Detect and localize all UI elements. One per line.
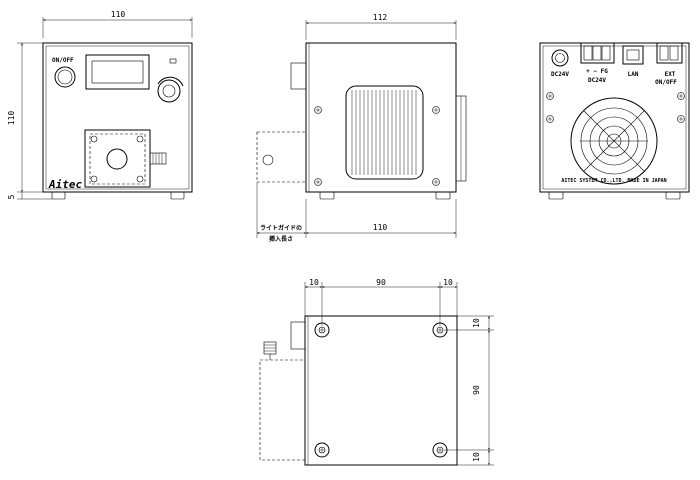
side-screw-top-right xyxy=(432,106,440,114)
intensity-dial-inner xyxy=(162,84,176,98)
rear-screw-top-left xyxy=(546,92,554,100)
power-switch-label: ON/OFF xyxy=(52,57,74,64)
bottom-dim-span-label: 90 xyxy=(376,278,386,287)
side-vent-slots xyxy=(351,90,417,175)
bottom-dim-left-edge-label: 10 xyxy=(309,278,319,287)
bottom-foot-bottom-right xyxy=(432,442,448,458)
port-screw-bottom-right xyxy=(136,175,144,183)
power-switch-button xyxy=(54,66,76,88)
bottom-dim-vertical-span-label: 90 xyxy=(472,385,481,395)
indicator-led xyxy=(169,58,177,64)
dc-jack-inner xyxy=(555,53,565,63)
front-view: 110 110 5 ON/OFF xyxy=(7,10,193,200)
display-window-frame xyxy=(85,54,150,90)
front-height-dim-label: 110 xyxy=(7,111,16,126)
light-guide-insertion-outline xyxy=(256,131,307,183)
lan-port xyxy=(622,45,644,65)
bottom-light-guide-outline xyxy=(259,359,306,461)
port-screw-top-left xyxy=(90,135,98,143)
front-foot-right xyxy=(170,191,185,200)
ext-terminal-contacts xyxy=(659,45,679,61)
rear-screw-top-right xyxy=(677,92,685,100)
bottom-dim-top-edge-label: 10 xyxy=(472,318,481,328)
side-power-switch-protrusion xyxy=(290,62,307,90)
dial-scale-arc xyxy=(157,76,184,87)
rear-foot-left xyxy=(548,191,564,200)
side-screw-bottom-right xyxy=(432,178,440,186)
dc-jack-label: DC24V xyxy=(551,71,569,78)
insertion-length-label-line1: ライトガイドの xyxy=(260,224,302,232)
ext-terminal-label: EXT xyxy=(665,71,676,78)
insertion-length-label-line2: 挿入長さ xyxy=(269,235,293,243)
light-guide-port-hole xyxy=(106,148,128,170)
bottom-lock-knob-knurl xyxy=(264,344,276,352)
port-screw-bottom-left xyxy=(90,175,98,183)
side-depth-dim-label: 112 xyxy=(373,13,388,22)
bottom-view: 10 90 10 10 90 10 xyxy=(259,278,494,466)
light-guide-port-plate xyxy=(84,129,151,188)
front-foot-left xyxy=(51,191,66,200)
side-screw-top-left xyxy=(314,106,322,114)
rear-foot-right xyxy=(665,191,681,200)
bottom-power-switch-protrusion xyxy=(290,321,306,350)
rear-view: DC24V + − FG DC24V LAN EXT ON/OFF xyxy=(539,42,690,200)
side-body-outline xyxy=(305,42,457,193)
bottom-foot-bottom-left xyxy=(314,442,330,458)
port-lock-knob xyxy=(149,152,167,165)
lan-port-socket xyxy=(626,49,640,61)
front-body-outline xyxy=(42,42,193,193)
port-screw-top-right xyxy=(136,135,144,143)
fan-guard-spokes xyxy=(580,110,648,172)
power-switch-button-inner xyxy=(57,69,73,85)
front-width-dim-label: 110 xyxy=(111,10,126,19)
port-lock-knob-knurl xyxy=(152,153,163,164)
display-window-screen xyxy=(91,60,144,84)
side-body-dim-label: 110 xyxy=(373,223,388,232)
side-foot-front xyxy=(319,191,335,200)
brand-logo: Aitec xyxy=(48,178,82,191)
bottom-dim-right-edge-label: 10 xyxy=(443,278,453,287)
front-foot-dim-label: 5 xyxy=(7,194,16,199)
bottom-foot-top-right xyxy=(432,322,448,338)
bottom-dim-bottom-edge-label: 10 xyxy=(472,452,481,462)
rear-body-inner-edge xyxy=(542,45,687,190)
side-vent-panel xyxy=(345,85,424,180)
terminal-block-sublabel: DC24V xyxy=(588,77,606,84)
bottom-foot-top-left xyxy=(314,322,330,338)
light-guide-hole-profile xyxy=(262,154,274,166)
ext-terminal-sublabel: ON/OFF xyxy=(655,79,677,86)
rear-screw-mid-right xyxy=(677,115,685,123)
terminal-block-contacts xyxy=(583,45,611,61)
terminal-block xyxy=(580,42,615,64)
side-view: 112 xyxy=(256,13,467,243)
intensity-dial xyxy=(157,79,181,103)
ext-terminal xyxy=(656,42,683,64)
lan-port-label: LAN xyxy=(628,71,639,78)
light-guide-port-inner xyxy=(89,133,146,185)
terminal-block-label: + − FG xyxy=(586,68,608,75)
side-foot-rear xyxy=(435,191,451,200)
manufacturer-label: AITEC SYSTEM CO.,LTD. MADE IN JAPAN xyxy=(561,178,666,184)
side-screw-bottom-left xyxy=(314,178,322,186)
front-body-inner-edge xyxy=(45,45,190,190)
rear-screw-mid-left xyxy=(546,115,554,123)
fan-outer-ring xyxy=(570,97,658,185)
dc-jack xyxy=(551,49,569,67)
bottom-body-outline xyxy=(304,315,458,466)
